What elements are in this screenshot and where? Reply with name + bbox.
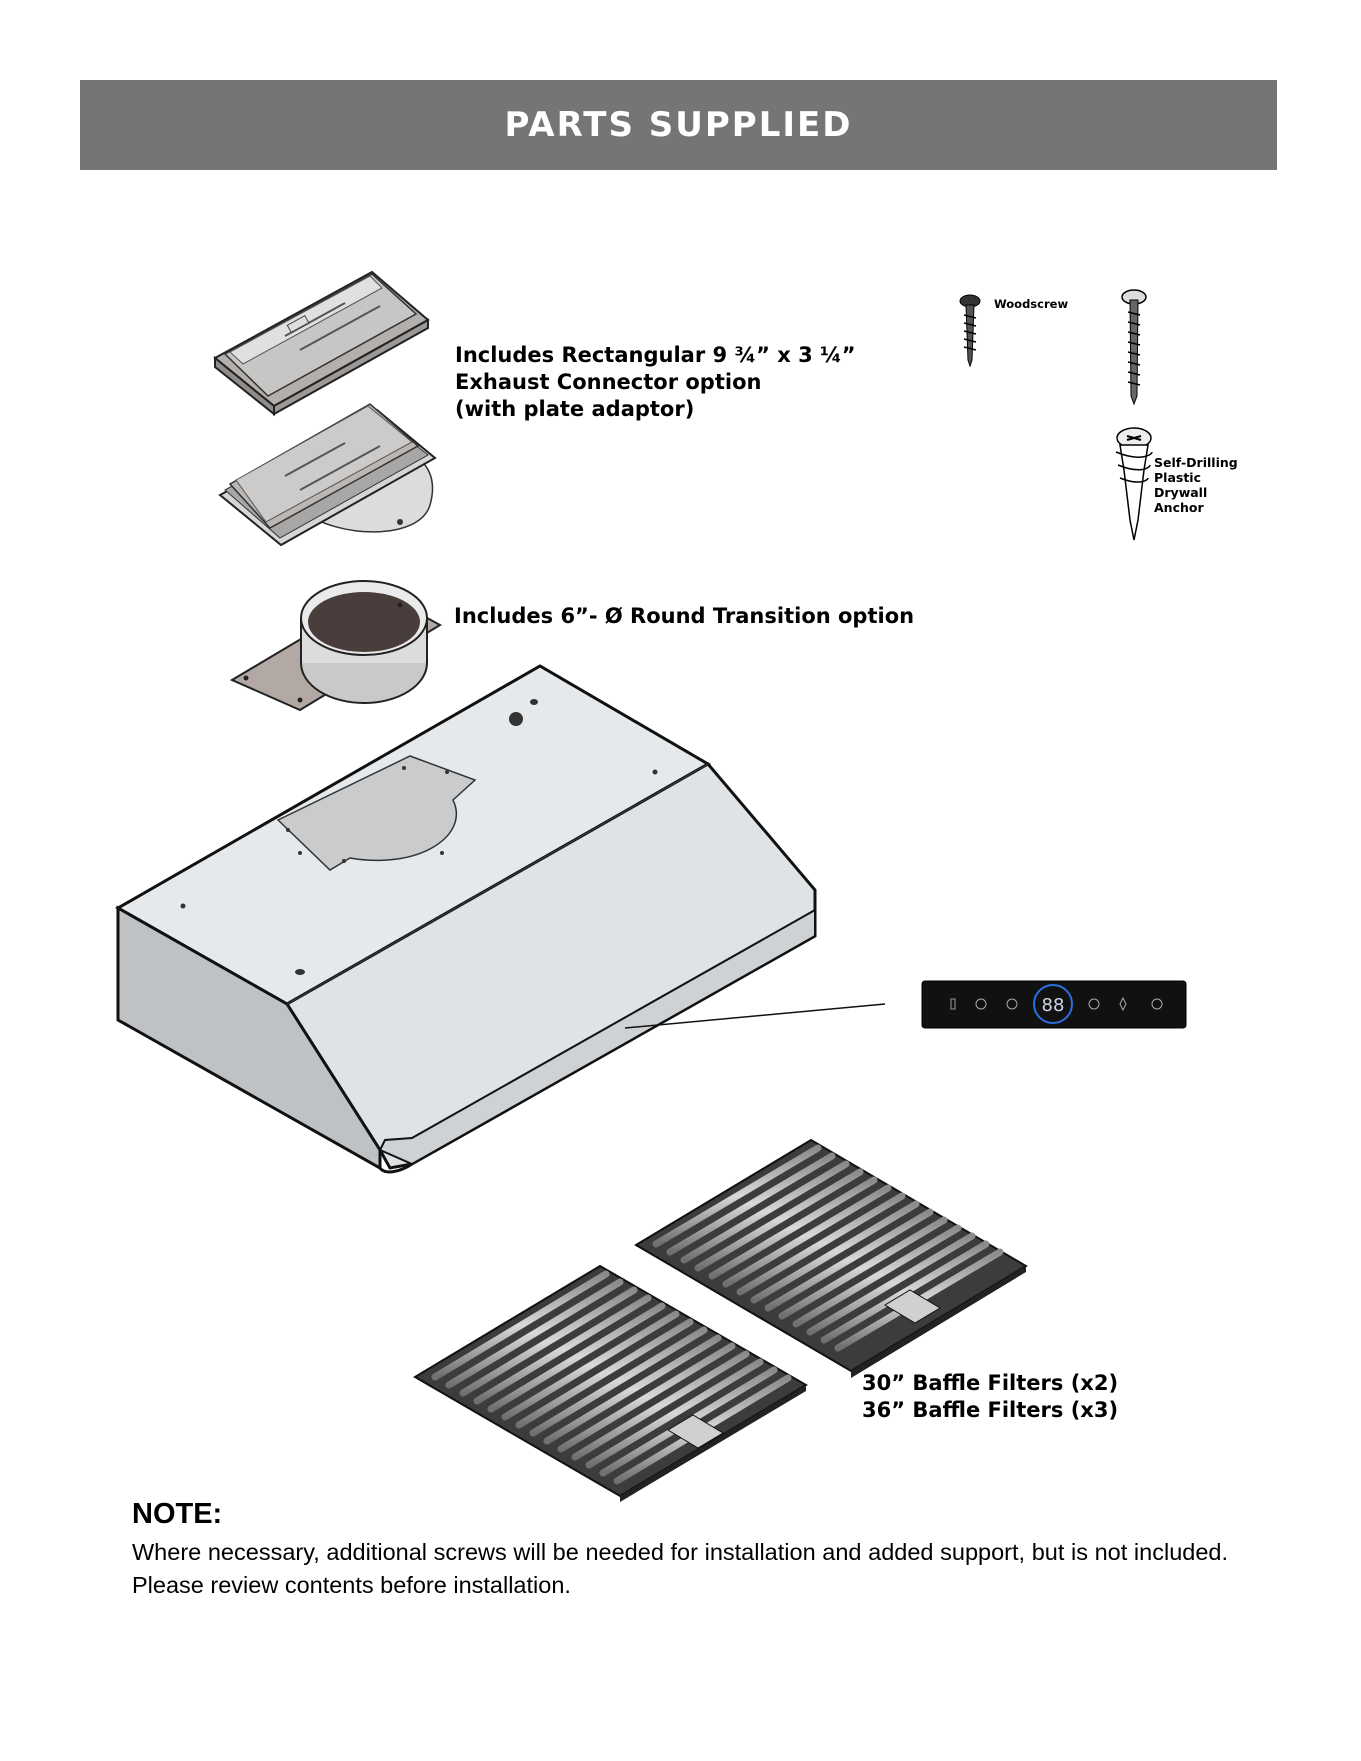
drywall-anchor-label: Self-Drilling Plastic Drywall Anchor	[1154, 455, 1238, 515]
exhaust-connector-label: Includes Rectangular 9 ¾” x 3 ¼” Exhaust…	[455, 343, 856, 421]
note-text: Where necessary, additional screws will …	[132, 1539, 1228, 1598]
round-transition-illustration	[229, 580, 442, 712]
plate-adaptor-illustration	[218, 403, 437, 547]
drywall-anchor-icon	[1115, 427, 1153, 541]
page-title: PARTS SUPPLIED	[504, 105, 853, 145]
long-screw-icon	[1121, 289, 1147, 406]
range-hood-illustration	[114, 664, 886, 1174]
note-heading: NOTE:	[132, 1498, 223, 1530]
baffle-filter-illustration	[413, 1264, 808, 1502]
baffle-filters-label: 30” Baffle Filters (x2) 36” Baffle Filte…	[862, 1371, 1119, 1422]
woodscrew-icon	[959, 294, 981, 368]
exhaust-connector-illustration	[213, 270, 430, 417]
display-readout: 88	[1042, 995, 1065, 1016]
woodscrew-label: Woodscrew	[994, 297, 1069, 311]
section-header: PARTS SUPPLIED	[80, 80, 1277, 170]
control-panel: 88	[921, 980, 1187, 1029]
baffle-filter-illustration	[634, 1138, 1028, 1378]
round-transition-label: Includes 6”- Ø Round Transition option	[454, 604, 915, 628]
